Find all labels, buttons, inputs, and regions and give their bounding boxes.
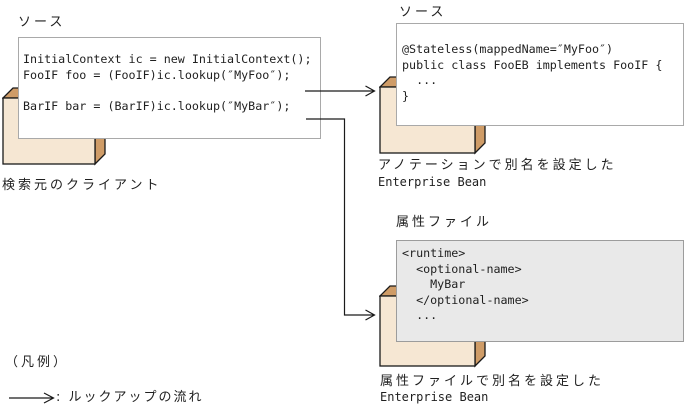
attribute-file-title: 属性ファイル [396, 215, 493, 230]
client-code: InitialContext ic = new InitialContext()… [23, 52, 312, 113]
annotation-source-title: ソース [399, 5, 447, 20]
legend-arrow-label: : ルックアップの流れ [56, 390, 204, 405]
legend-heading: （凡例） [5, 355, 70, 370]
annotation-code-box [396, 23, 684, 126]
annotation-bean-caption: アノテーションで別名を設定した [378, 158, 617, 173]
attribute-file-box [396, 240, 684, 342]
attribute-file-code: <runtime> <optional-name> MyBar </option… [402, 246, 529, 323]
legend-arrow-icon [9, 392, 55, 404]
client-code-box [18, 37, 321, 139]
annotation-code: @Stateless(mappedName=″MyFoo″) public cl… [402, 42, 663, 103]
attribute-bean-caption: 属性ファイルで別名を設定した [380, 374, 605, 389]
client-caption: 検索元のクライアント [2, 178, 162, 193]
client-source-title: ソース [18, 15, 66, 30]
attribute-bean-caption-en: Enterprise Bean [380, 390, 489, 404]
lookup-arrow-mybar [306, 118, 376, 321]
annotation-bean-caption-en: Enterprise Bean [378, 175, 487, 189]
